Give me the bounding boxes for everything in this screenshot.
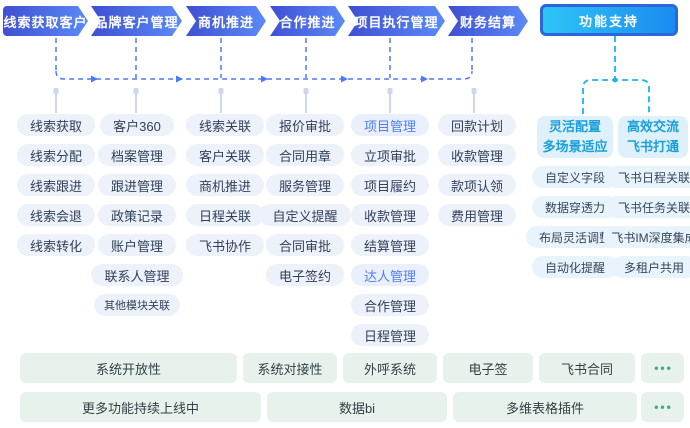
capability-call-system: 外呼系统: [343, 353, 437, 383]
support-pill: 数据穿透力: [531, 196, 618, 218]
module-pill: 合作管理: [350, 294, 429, 316]
flow-step-project-execution: 项目执行管理: [348, 6, 445, 36]
module-pill: 结算管理: [350, 234, 429, 256]
column-opportunity: 线索关联 客户关联 商机推进 日程关联 飞书协作: [175, 114, 275, 256]
module-pill: 线索会退: [16, 204, 95, 226]
module-pill: 自定义提醒: [259, 204, 351, 226]
support-pill: 飞书IM深度集成: [603, 226, 690, 248]
column-finance: 回款计划 收款管理 款项认领 费用管理: [427, 114, 527, 226]
module-pill: 报价审批: [265, 114, 344, 136]
module-pill: 线索分配: [16, 144, 95, 166]
module-pill: 回款计划: [437, 114, 516, 136]
capability-system-openness: 系统开放性: [20, 353, 237, 383]
capability-multidim-table: 多维表格插件: [453, 392, 637, 422]
module-pill: 合同审批: [265, 234, 344, 256]
module-pill: 政策记录: [97, 204, 176, 226]
more-dots-icon: •••: [641, 392, 684, 422]
support-group-title-feishu: 高效交流 飞书打通: [618, 116, 688, 158]
column-project: 项目管理 立项审批 项目履约 收款管理 结算管理 达人管理 合作管理 日程管理: [340, 114, 440, 346]
module-pill: 客户关联: [185, 144, 264, 166]
module-pill: 合同用章: [265, 144, 344, 166]
module-pill: 联系人管理: [91, 264, 183, 286]
module-pill: 项目履约: [350, 174, 429, 196]
module-pill: 服务管理: [265, 174, 344, 196]
flow-step-lead-acquisition: 线索获取客户: [3, 6, 88, 36]
module-pill: 其他模块关联: [94, 294, 180, 316]
module-pill: 线索获取: [16, 114, 95, 136]
support-button: 功能支持: [540, 4, 678, 36]
group-title-line: 灵活配置: [548, 119, 601, 134]
capability-esign: 电子签: [443, 353, 533, 383]
module-pill: 客户360: [100, 114, 174, 136]
module-pill: 商机推进: [185, 174, 264, 196]
support-column-config: 自定义字段 数据穿透力 布局灵活调整 自动化提醒: [526, 166, 625, 278]
module-pill: 跟进管理: [97, 174, 176, 196]
support-pill: 飞书日程关联: [605, 166, 690, 188]
column-customer: 客户360 档案管理 跟进管理 政策记录 账户管理 联系人管理 其他模块关联: [87, 114, 187, 316]
module-pill: 档案管理: [97, 144, 176, 166]
support-pill: 飞书任务关联: [605, 196, 690, 218]
group-title-line: 多场景适应: [542, 139, 608, 154]
module-pill: 线索关联: [185, 114, 264, 136]
module-pill: 飞书协作: [185, 234, 264, 256]
module-pill: 款项认领: [437, 174, 516, 196]
flow-step-brand-customer-mgmt: 品牌客户管理: [91, 6, 182, 36]
module-pill: 日程管理: [350, 324, 429, 346]
module-pill: 账户管理: [97, 234, 176, 256]
capability-data-bi: 数据bi: [267, 392, 447, 422]
support-pill: 自动化提醒: [531, 256, 618, 278]
group-title-line: 高效交流: [626, 119, 679, 134]
support-group-title-config: 灵活配置 多场景适应: [537, 116, 613, 158]
module-pill-highlight: 项目管理: [350, 114, 429, 136]
support-pill: 布局灵活调整: [526, 226, 625, 248]
module-pill: 线索跟进: [16, 174, 95, 196]
capability-more-features: 更多功能持续上线中: [20, 392, 261, 422]
module-pill: 立项审批: [350, 144, 429, 166]
module-pill: 日程关联: [185, 204, 264, 226]
support-pill: 自定义字段: [531, 166, 618, 188]
module-pill-highlight: 达人管理: [350, 264, 429, 286]
module-pill: 费用管理: [437, 204, 516, 226]
module-pill: 电子签约: [265, 264, 344, 286]
column-cooperation: 报价审批 合同用章 服务管理 自定义提醒 合同审批 电子签约: [255, 114, 355, 286]
more-dots-icon: •••: [641, 353, 684, 383]
module-pill: 线索转化: [16, 234, 95, 256]
flow-step-finance-settlement: 财务结算: [448, 6, 528, 36]
capability-system-connect: 系统对接性: [243, 353, 337, 383]
group-title-line: 飞书打通: [626, 139, 679, 154]
module-pill: 收款管理: [350, 204, 429, 226]
support-pill: 多租户共用: [610, 256, 690, 278]
support-column-feishu: 飞书日程关联 飞书任务关联 飞书IM深度集成 多租户共用: [603, 166, 690, 278]
module-pill: 收款管理: [437, 144, 516, 166]
capability-feishu-contract: 飞书合同: [539, 353, 635, 383]
column-lead: 线索获取 线索分配 线索跟进 线索会退 线索转化: [6, 114, 106, 256]
flow-step-cooperation: 合作推进: [270, 6, 345, 36]
flow-step-opportunity: 商机推进: [186, 6, 266, 36]
